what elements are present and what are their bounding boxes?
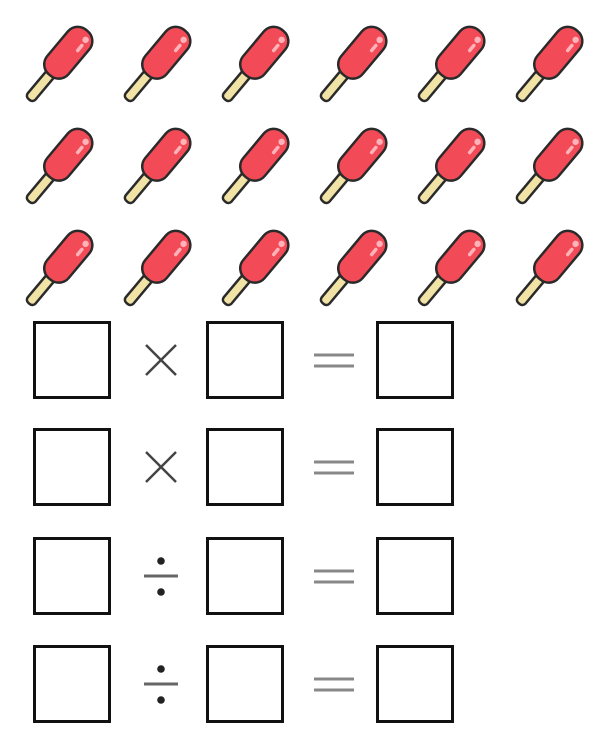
popsicle-icon [214,222,294,316]
popsicle-icon [18,120,98,214]
equation-row [0,428,592,512]
answer-box[interactable] [376,537,454,615]
popsicle-icon [214,18,294,112]
popsicle-icon [508,222,588,316]
popsicle-icon [18,18,98,112]
times-icon [136,428,186,506]
popsicle-icon [508,18,588,112]
popsicle-icon [508,120,588,214]
times-icon [136,321,186,399]
popsicle-icon [116,222,196,316]
popsicle-icon [410,120,490,214]
operand-box[interactable] [33,537,111,615]
equals-icon [310,428,360,506]
operand-box[interactable] [33,321,111,399]
answer-box[interactable] [376,321,454,399]
popsicle-icon [116,18,196,112]
divide-icon [136,645,186,723]
popsicle-icon [18,222,98,316]
operand-box[interactable] [33,645,111,723]
popsicle-grid [0,0,592,320]
equation-row [0,645,592,729]
equals-icon [310,537,360,615]
operand-box[interactable] [206,428,284,506]
answer-box[interactable] [376,428,454,506]
popsicle-icon [116,120,196,214]
equals-icon [310,321,360,399]
popsicle-icon [312,222,392,316]
operand-box[interactable] [33,428,111,506]
operand-box[interactable] [206,321,284,399]
popsicle-icon [410,222,490,316]
equation-row [0,537,592,621]
popsicle-icon [312,120,392,214]
equals-icon [310,645,360,723]
popsicle-icon [214,120,294,214]
equation-row [0,321,592,405]
operand-box[interactable] [206,645,284,723]
popsicle-icon [312,18,392,112]
popsicle-icon [410,18,490,112]
answer-box[interactable] [376,645,454,723]
operand-box[interactable] [206,537,284,615]
divide-icon [136,537,186,615]
